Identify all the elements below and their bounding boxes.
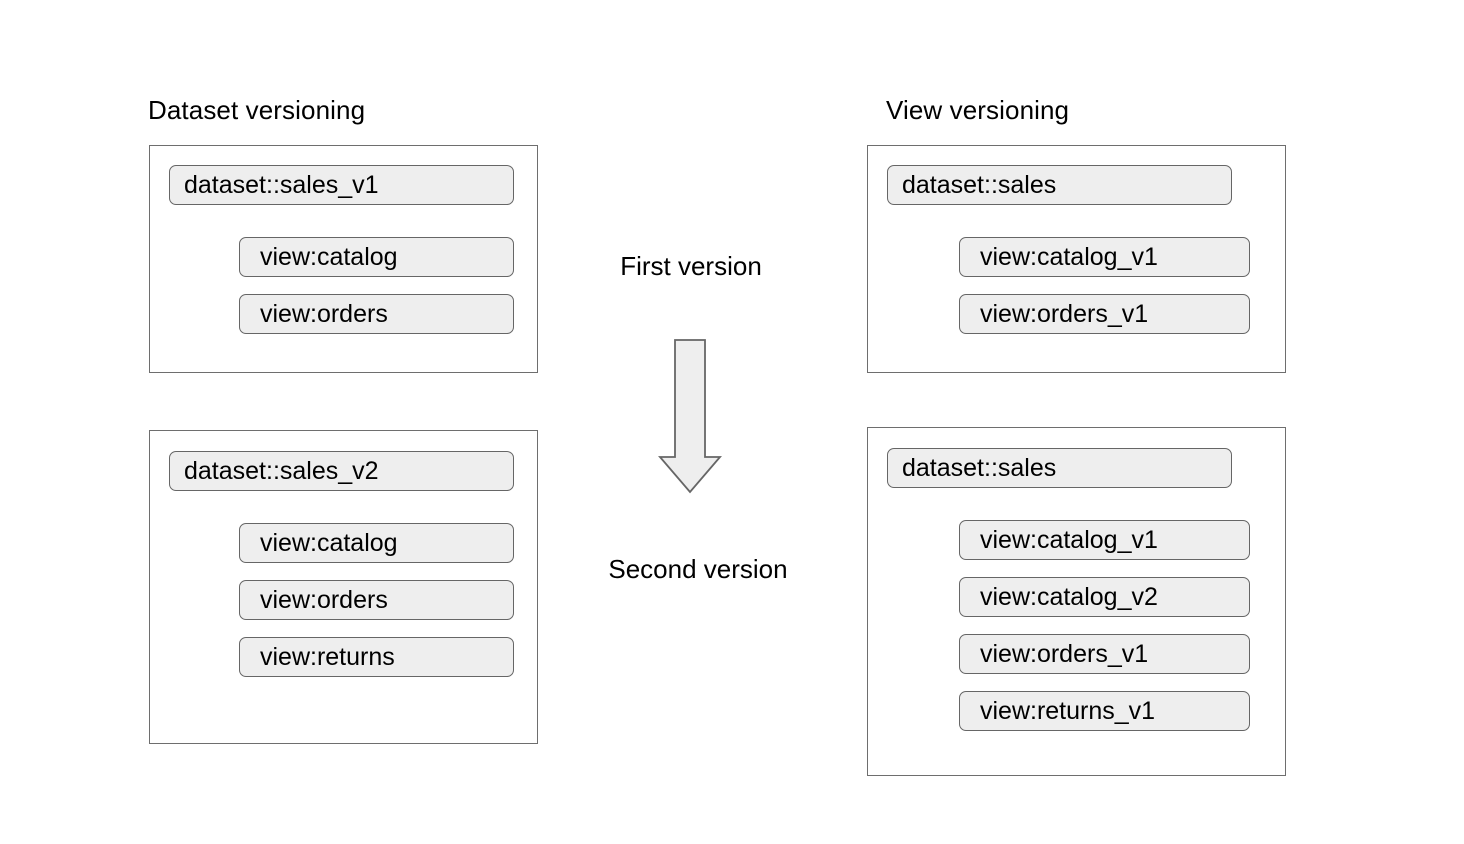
group-view-versioning-first: dataset::sales view:catalog_v1 view:orde…: [867, 145, 1286, 373]
down-arrow-icon: [658, 339, 722, 494]
stage-label-second-version: Second version: [608, 554, 788, 584]
group-dataset-versioning-first: dataset::sales_v1 view:catalog view:orde…: [149, 145, 538, 373]
view-node-catalog[interactable]: view:catalog: [239, 523, 514, 563]
stage-label-first-version: First version: [620, 251, 762, 281]
column-title-view-versioning: View versioning: [886, 95, 1070, 125]
view-node-orders-v1[interactable]: view:orders_v1: [959, 634, 1250, 674]
dataset-node-sales[interactable]: dataset::sales: [887, 448, 1232, 488]
column-title-dataset-versioning: Dataset versioning: [148, 95, 366, 125]
group-view-versioning-second: dataset::sales view:catalog_v1 view:cata…: [867, 427, 1286, 776]
dataset-node-sales[interactable]: dataset::sales: [887, 165, 1232, 205]
view-node-returns-v1[interactable]: view:returns_v1: [959, 691, 1250, 731]
view-node-orders[interactable]: view:orders: [239, 294, 514, 334]
view-node-orders[interactable]: view:orders: [239, 580, 514, 620]
view-node-orders-v1[interactable]: view:orders_v1: [959, 294, 1250, 334]
dataset-node-sales-v2[interactable]: dataset::sales_v2: [169, 451, 514, 491]
view-node-returns[interactable]: view:returns: [239, 637, 514, 677]
view-node-catalog-v1[interactable]: view:catalog_v1: [959, 520, 1250, 560]
dataset-node-sales-v1[interactable]: dataset::sales_v1: [169, 165, 514, 205]
view-node-catalog[interactable]: view:catalog: [239, 237, 514, 277]
group-dataset-versioning-second: dataset::sales_v2 view:catalog view:orde…: [149, 430, 538, 744]
view-node-catalog-v2[interactable]: view:catalog_v2: [959, 577, 1250, 617]
view-node-catalog-v1[interactable]: view:catalog_v1: [959, 237, 1250, 277]
